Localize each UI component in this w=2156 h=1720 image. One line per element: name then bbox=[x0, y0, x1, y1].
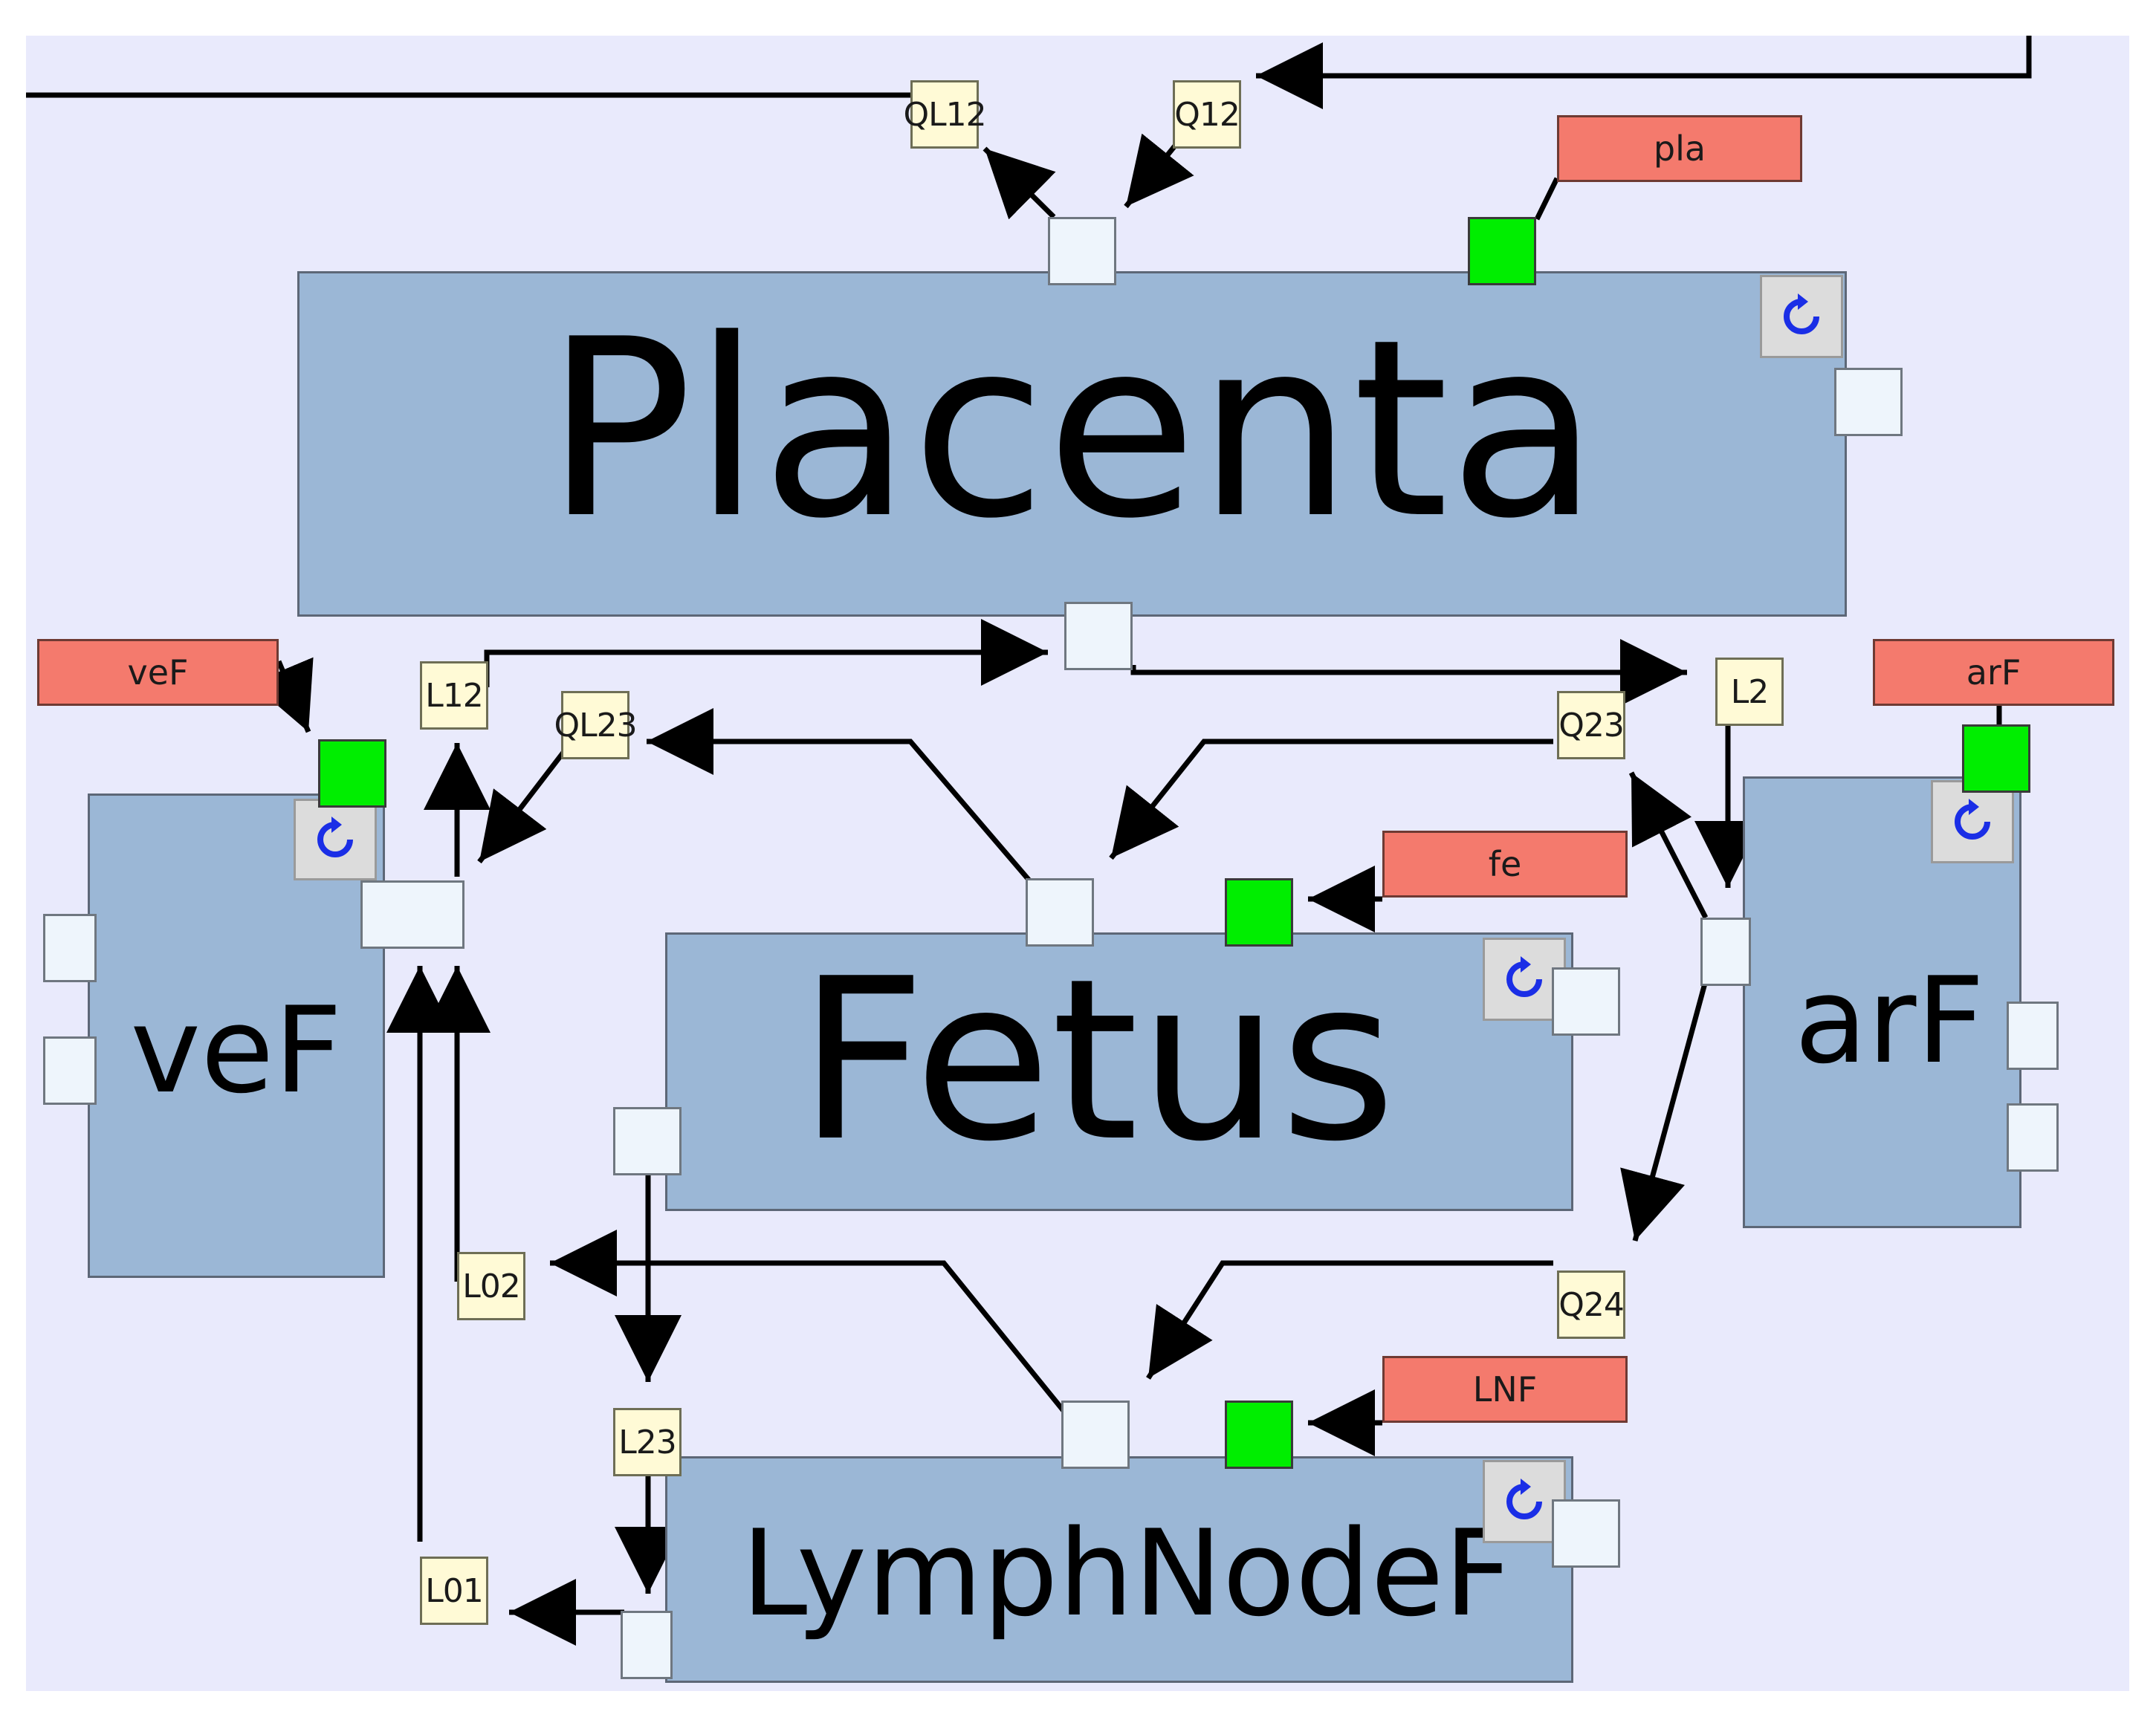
arf-block-name: arF bbox=[1794, 951, 1985, 1090]
lymphnode-block[interactable]: LymphNodeF bbox=[665, 1456, 1573, 1683]
vef-refresh-icon[interactable] bbox=[294, 799, 377, 880]
arf-right-port-2[interactable] bbox=[2007, 1103, 2059, 1172]
placenta-right-port[interactable] bbox=[1834, 368, 1903, 436]
fe-tag[interactable]: fe bbox=[1382, 831, 1628, 898]
label-ql12[interactable]: QL12 bbox=[903, 80, 987, 149]
wire-arf-to-q23 bbox=[1628, 771, 1709, 919]
vef-left-port-1[interactable] bbox=[43, 914, 97, 982]
pla-tag[interactable]: pla bbox=[1557, 115, 1802, 182]
vef-status-indicator[interactable] bbox=[318, 739, 386, 808]
wire-from-q12 bbox=[1124, 133, 1194, 209]
wire-fetus-to-ql23 bbox=[647, 708, 1032, 883]
label-l12[interactable]: L12 bbox=[420, 661, 488, 730]
label-l23[interactable]: L23 bbox=[613, 1408, 682, 1476]
wire-l12-to-placenta bbox=[484, 619, 1048, 687]
label-l01[interactable]: L01 bbox=[420, 1557, 488, 1625]
arf-status-indicator[interactable] bbox=[1962, 724, 2030, 793]
label-q23[interactable]: Q23 bbox=[1557, 691, 1625, 759]
lymphnode-block-name: LymphNodeF bbox=[741, 1503, 1512, 1643]
lymphnode-right-port[interactable] bbox=[1552, 1499, 1620, 1568]
wire-placenta-to-l2 bbox=[1130, 639, 1687, 706]
refresh-icon bbox=[1506, 956, 1542, 997]
lymphnode-bottom-left-port[interactable] bbox=[621, 1611, 673, 1679]
placenta-block-name: Placenta bbox=[545, 286, 1599, 572]
fetus-right-port[interactable] bbox=[1552, 967, 1620, 1036]
wire-vef-tag bbox=[251, 657, 314, 733]
vef-block-name: veF bbox=[130, 981, 343, 1120]
placenta-block[interactable]: Placenta bbox=[297, 271, 1847, 617]
vef-tag[interactable]: veF bbox=[37, 639, 279, 706]
wire-pla-tag bbox=[1534, 177, 1560, 221]
label-l2[interactable]: L2 bbox=[1715, 658, 1784, 726]
lymphnode-top-port[interactable] bbox=[1061, 1401, 1130, 1469]
placenta-status-indicator[interactable] bbox=[1468, 217, 1536, 285]
refresh-icon bbox=[317, 817, 353, 857]
wire-q23-to-fetus bbox=[1109, 739, 1553, 860]
fetus-left-port[interactable] bbox=[613, 1107, 682, 1175]
wire-to-ql12 bbox=[982, 146, 1056, 220]
wire-arf-to-q24 bbox=[1620, 980, 1709, 1242]
vef-out-port[interactable] bbox=[360, 880, 464, 949]
wire-ql23-to-vef bbox=[477, 748, 567, 864]
wire-q24-to-lymph bbox=[1146, 1260, 1553, 1380]
vef-left-port-2[interactable] bbox=[43, 1036, 97, 1105]
label-l02[interactable]: L02 bbox=[457, 1252, 525, 1320]
label-q12[interactable]: Q12 bbox=[1173, 80, 1241, 149]
fetus-status-indicator[interactable] bbox=[1225, 878, 1293, 947]
label-ql23[interactable]: QL23 bbox=[554, 691, 638, 759]
refresh-icon bbox=[1955, 799, 1990, 840]
label-q24[interactable]: Q24 bbox=[1557, 1270, 1625, 1339]
fetus-block-name: Fetus bbox=[797, 930, 1396, 1190]
arf-left-port[interactable] bbox=[1700, 918, 1751, 986]
placenta-top-port[interactable] bbox=[1048, 217, 1116, 285]
placenta-refresh-icon[interactable] bbox=[1760, 275, 1843, 358]
placenta-bottom-port[interactable] bbox=[1064, 602, 1133, 670]
arf-refresh-icon[interactable] bbox=[1931, 780, 2014, 863]
wire-lymph-to-l02 bbox=[550, 1230, 1066, 1414]
wire-top-right-feed bbox=[1256, 36, 2032, 109]
refresh-icon bbox=[1506, 1479, 1542, 1519]
arf-tag[interactable]: arF bbox=[1873, 639, 2114, 706]
arf-right-port-1[interactable] bbox=[2007, 1002, 2059, 1070]
lymphnode-status-indicator[interactable] bbox=[1225, 1401, 1293, 1469]
fetus-top-port[interactable] bbox=[1026, 878, 1094, 947]
refresh-icon bbox=[1784, 293, 1819, 334]
lnf-tag[interactable]: LNF bbox=[1382, 1356, 1628, 1423]
fetus-block[interactable]: Fetus bbox=[665, 932, 1573, 1211]
